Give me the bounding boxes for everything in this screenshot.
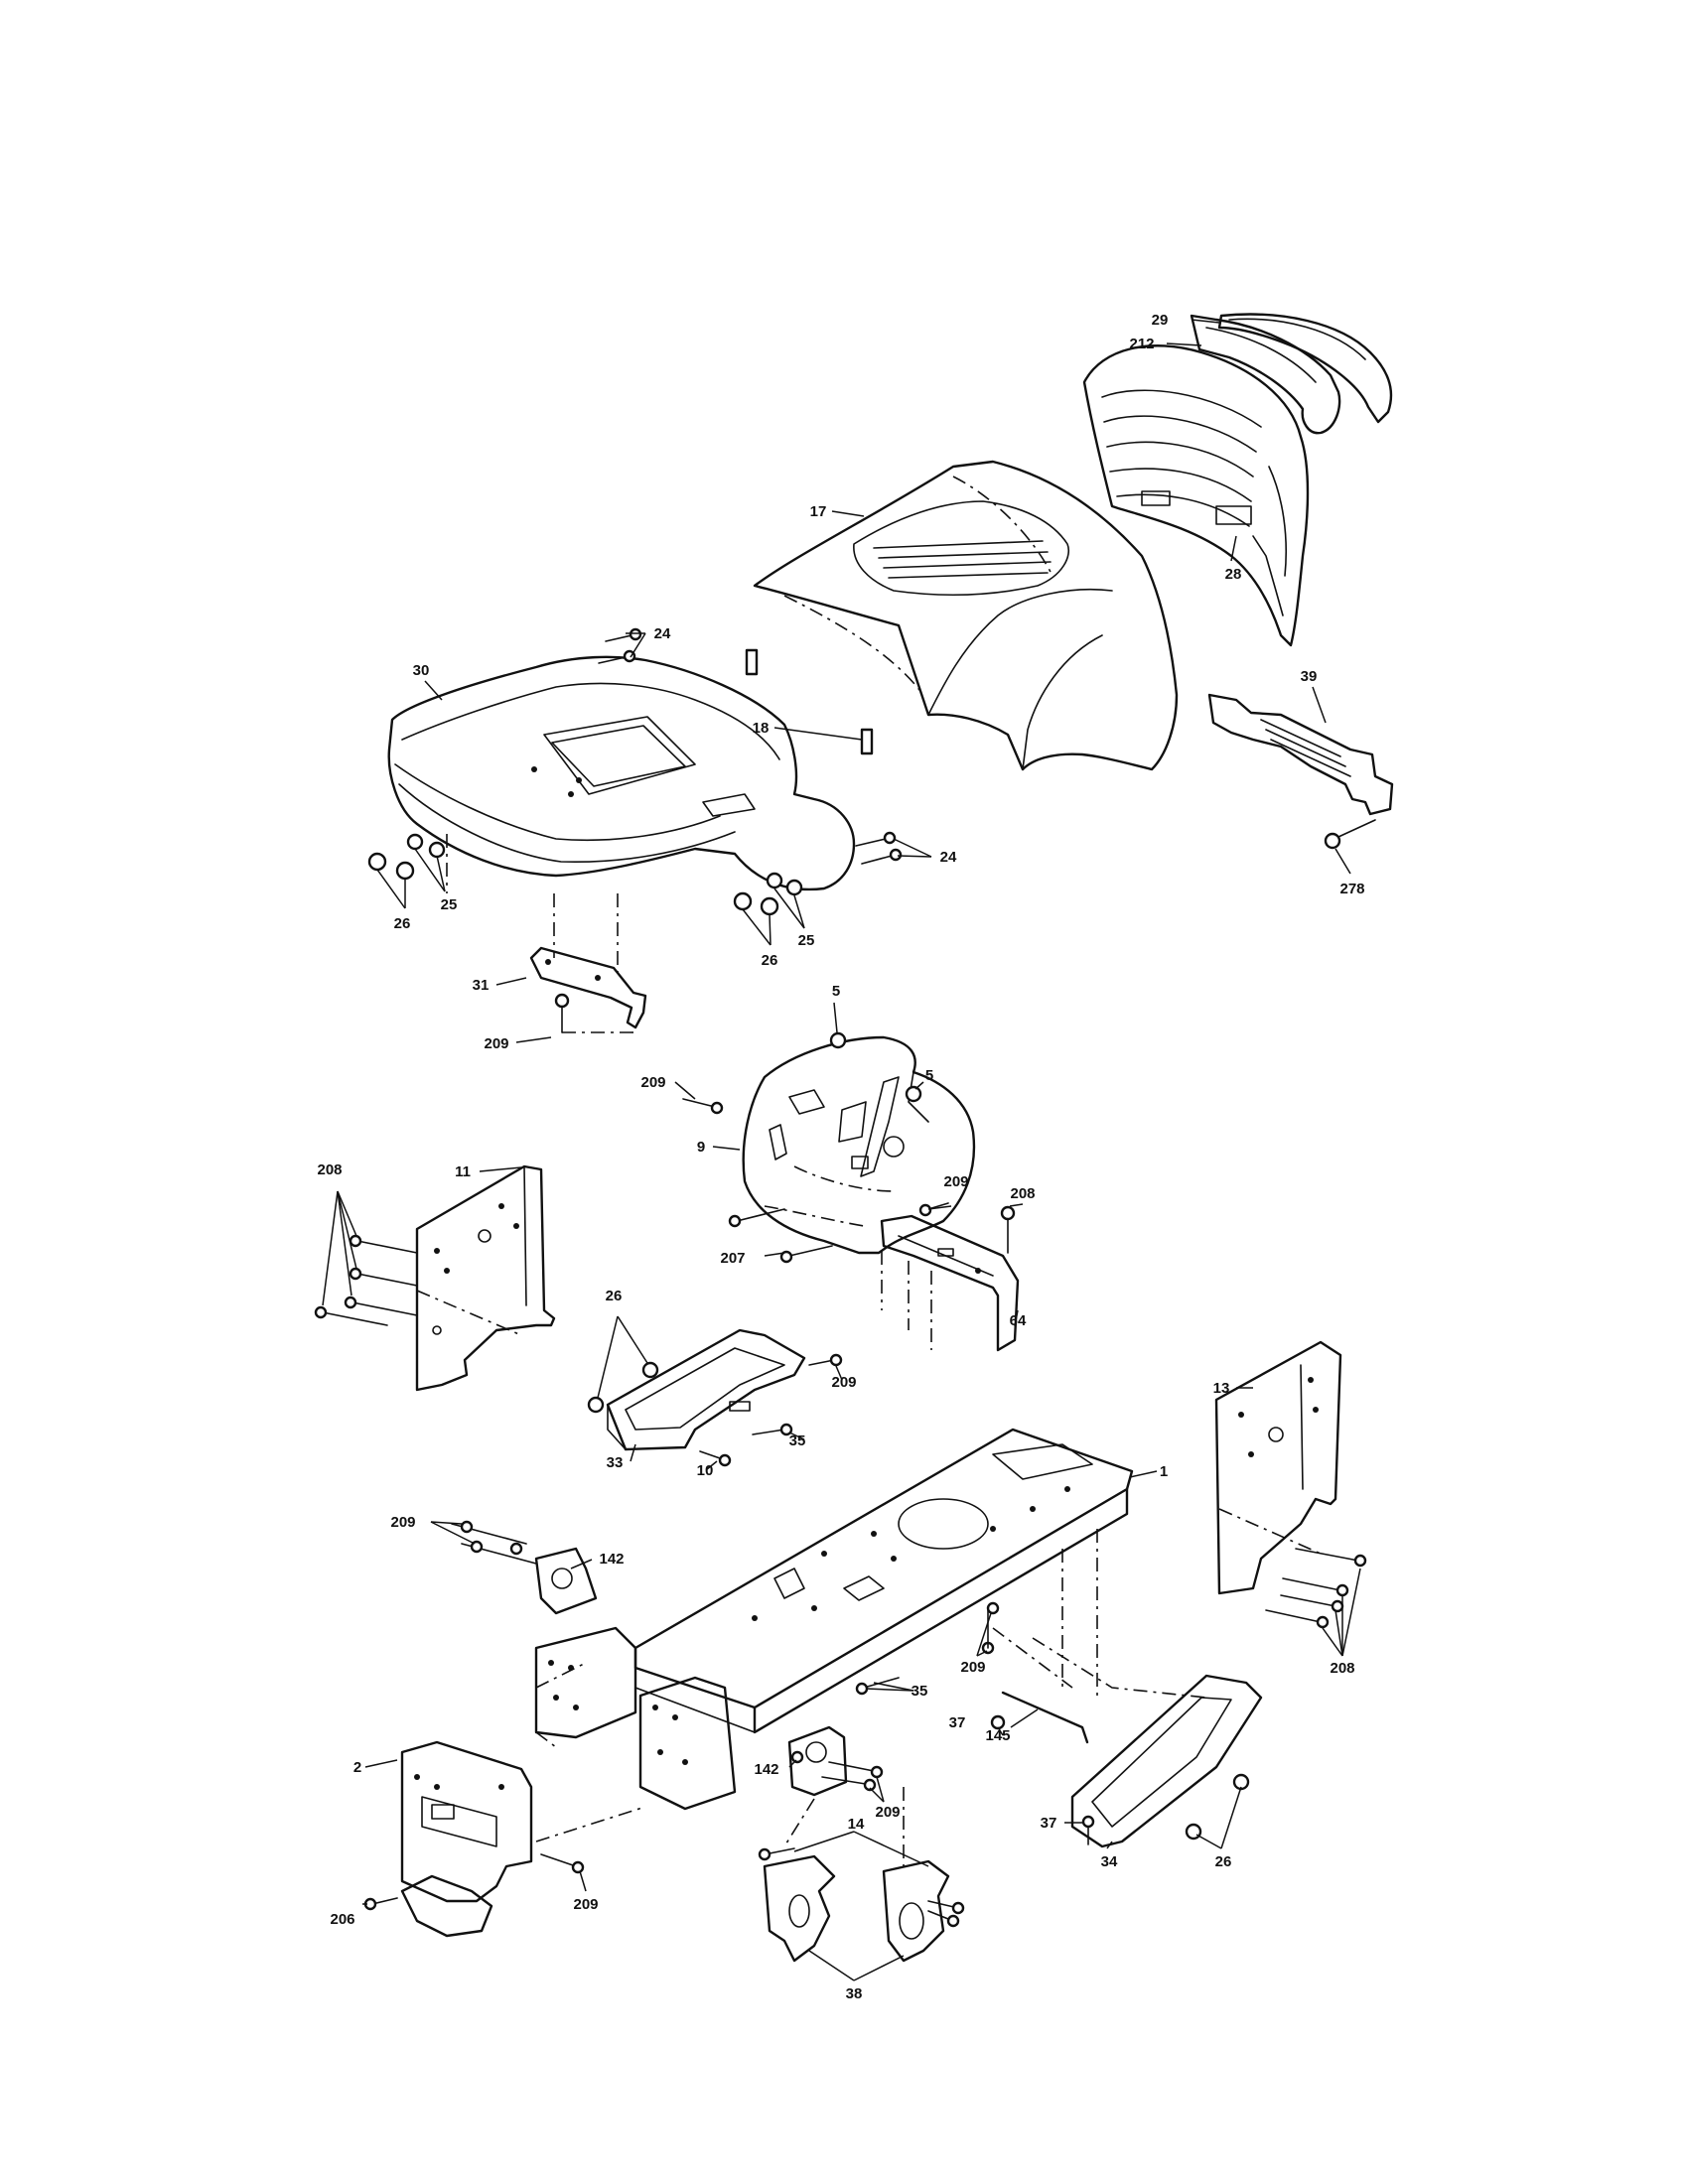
side-panel-part [1214,1340,1342,1595]
callout-278: 278 [1339,881,1364,897]
callout-labels: 29 212 17 28 30 24 18 39 24 278 25 26 25… [317,312,1364,2002]
callout-37b: 37 [1041,1815,1057,1832]
fender-part [387,655,856,891]
footrest-left-part [606,1328,806,1451]
callout-208a: 208 [317,1161,342,1178]
callout-33: 33 [607,1454,624,1471]
callout-1: 1 [1160,1463,1168,1480]
bolt-part [451,1520,1006,1792]
screw-part [363,1853,585,1911]
callout-142b: 142 [754,1761,778,1778]
leader-lines [322,319,1361,1981]
callout-26b: 26 [762,952,778,969]
hitch-plate-part [400,1740,533,1938]
footrest-right-part [1070,1674,1263,1848]
callout-34: 34 [1101,1853,1118,1870]
callout-18: 18 [753,720,770,737]
callout-145: 145 [985,1727,1010,1744]
bolt-part [699,1353,843,1467]
callout-28: 28 [1225,566,1242,583]
callout-209b: 209 [640,1074,665,1091]
callout-31: 31 [473,977,490,994]
nut-part [587,1361,659,1414]
callout-14: 14 [848,1816,865,1833]
screw-part [682,1098,949,1264]
callout-38: 38 [846,1985,863,2002]
callout-17: 17 [810,503,827,520]
callout-26c: 26 [606,1288,623,1304]
callout-5a: 5 [832,983,840,1000]
callout-209c: 209 [943,1173,968,1190]
callout-2: 2 [353,1759,361,1776]
nut-part [1081,1773,1250,1845]
callout-10: 10 [697,1462,714,1479]
callout-64: 64 [1010,1312,1027,1329]
callout-209a: 209 [484,1035,508,1052]
callout-208b: 208 [1010,1185,1035,1202]
callout-37a: 37 [949,1714,966,1731]
nut-part [829,1031,922,1103]
callout-26d: 26 [1215,1853,1232,1870]
axle-bracket-part [534,1547,598,1615]
callout-30: 30 [413,662,430,679]
pedal-bracket-part [758,1847,965,1963]
bolt-part [598,627,903,865]
callout-35a: 35 [789,1433,806,1449]
callout-26a: 26 [394,915,411,932]
screw-part [1324,819,1376,850]
trim-strip-part [1217,313,1393,424]
callout-24b: 24 [940,849,957,866]
callout-13: 13 [1213,1380,1230,1397]
callout-5b: 5 [925,1067,933,1084]
dash-panel-part [742,1035,976,1255]
callout-209g: 209 [875,1804,900,1821]
bolt-part [314,1234,418,1326]
callout-207: 207 [720,1250,745,1267]
callout-208c: 208 [1330,1660,1354,1677]
axle-bracket-part [787,1725,848,1797]
callout-35b: 35 [912,1683,928,1700]
callout-209f: 209 [960,1659,985,1676]
callout-24a: 24 [654,625,671,642]
grille-part [1082,344,1310,647]
nut-washer-part [367,833,803,916]
callout-25b: 25 [798,932,815,949]
callout-209e: 209 [390,1514,415,1531]
hood-part [753,460,1179,771]
callout-142a: 142 [599,1551,624,1568]
callout-209h: 209 [573,1896,598,1913]
seat-support-part [529,946,647,1033]
hood-bracket-part [1207,693,1394,816]
callout-25a: 25 [441,896,458,913]
latch-part [745,648,874,755]
callout-209d: 209 [831,1374,856,1391]
callout-29: 29 [1152,312,1169,329]
callout-212: 212 [1129,336,1154,352]
dash-support-part [880,1205,1020,1352]
callout-206: 206 [330,1911,354,1928]
lens-part [1190,314,1341,435]
callout-39: 39 [1301,668,1318,685]
frame-plate-part [534,1626,737,1811]
callout-9: 9 [697,1139,705,1156]
side-panel-part [415,1164,556,1392]
callout-11: 11 [455,1163,471,1180]
rod-part [1001,1691,1089,1744]
